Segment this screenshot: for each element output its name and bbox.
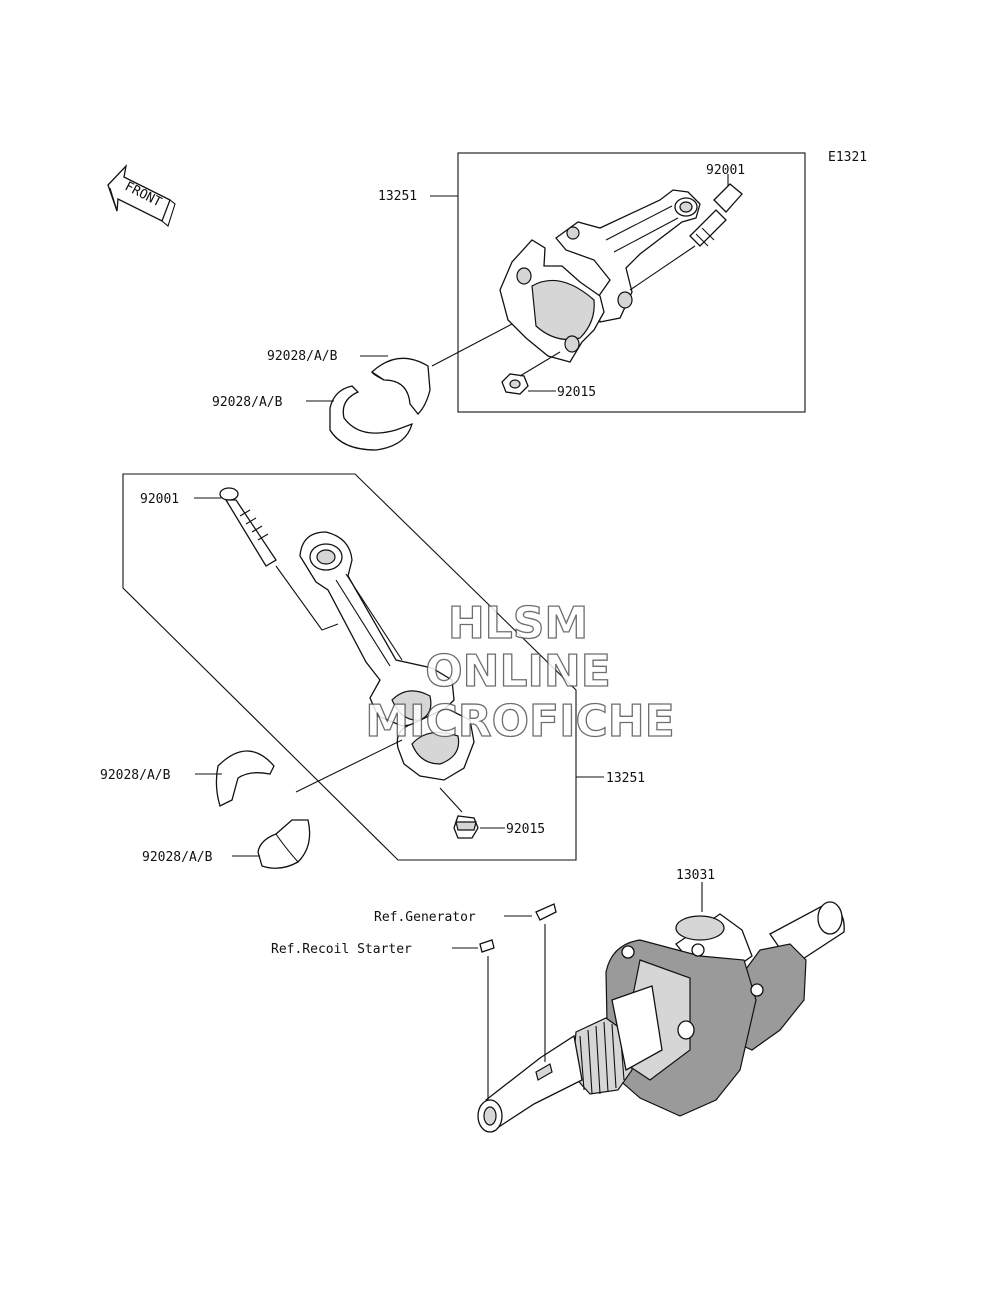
watermark: HLSM ONLINE MICROFICHE bbox=[365, 597, 676, 747]
watermark-line-2: ONLINE bbox=[425, 646, 611, 697]
mid-assembly-box bbox=[122, 473, 577, 861]
top-nut-part bbox=[501, 373, 529, 395]
front-arrow-icon: FRONT bbox=[107, 163, 176, 227]
label-mid-bearing-lower: 92028/A/B bbox=[142, 850, 213, 865]
mid-bearing-upper-part bbox=[215, 750, 275, 807]
watermark-line-3: MICROFICHE bbox=[365, 696, 674, 747]
recoil-starter-key-part bbox=[479, 939, 495, 953]
label-crankshaft: 13031 bbox=[676, 868, 715, 883]
top-bolt-part bbox=[689, 183, 743, 247]
top-bearing-upper-part bbox=[370, 357, 431, 415]
label-top-bearing-upper: 92028/A/B bbox=[267, 349, 338, 364]
watermark-line-1: HLSM bbox=[448, 598, 588, 649]
label-top-nut: 92015 bbox=[557, 385, 596, 400]
label-top-bearing-lower: 92028/A/B bbox=[212, 395, 283, 410]
top-connecting-rod bbox=[499, 189, 701, 363]
label-ref-recoil: Ref.Recoil Starter bbox=[271, 942, 412, 957]
label-ref-generator: Ref.Generator bbox=[374, 910, 476, 925]
mid-nut-part bbox=[453, 815, 479, 839]
top-assembly-box bbox=[457, 152, 806, 413]
label-mid-bearing-upper: 92028/A/B bbox=[100, 768, 171, 783]
label-mid-bolt: 92001 bbox=[140, 492, 179, 507]
label-top-bolt: 92001 bbox=[706, 163, 745, 178]
mid-connecting-rod bbox=[299, 531, 475, 781]
mid-bearing-lower-part bbox=[257, 819, 311, 869]
mid-bolt-part bbox=[219, 487, 277, 567]
label-mid-nut: 92015 bbox=[506, 822, 545, 837]
crankshaft-part bbox=[477, 901, 845, 1133]
label-top-assembly: 13251 bbox=[378, 189, 417, 204]
generator-key-part bbox=[535, 903, 557, 921]
label-mid-assembly: 13251 bbox=[606, 771, 645, 786]
diagram-id: E1321 bbox=[828, 150, 867, 165]
top-bearing-lower-part bbox=[329, 385, 413, 451]
